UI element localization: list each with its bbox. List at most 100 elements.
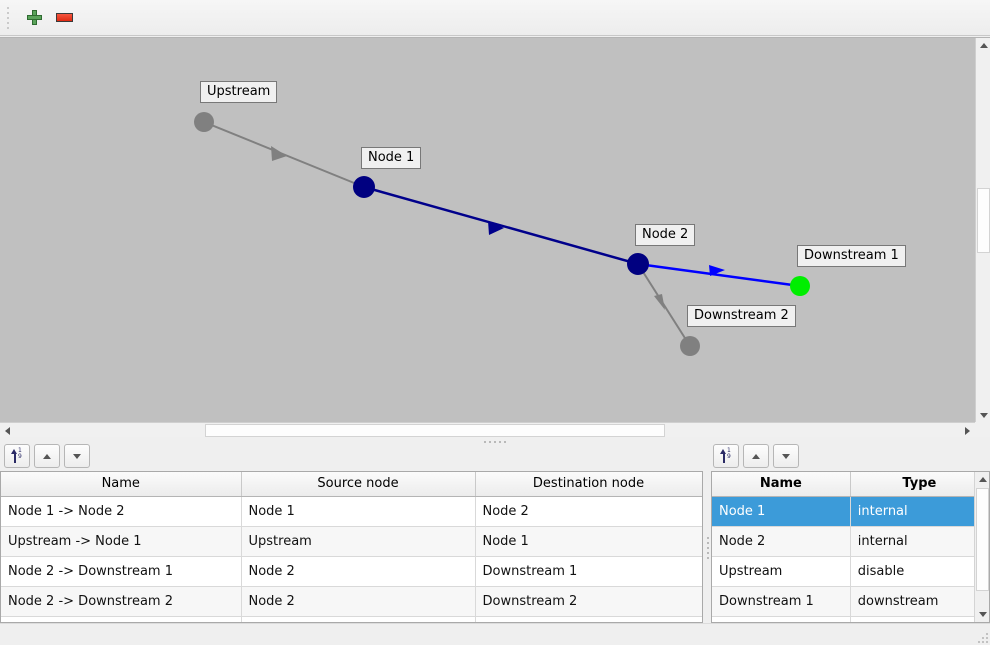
edge-arrow-node2-downstream1 — [709, 265, 725, 276]
connections-column-source[interactable]: Source node — [241, 472, 476, 497]
connections-grid: Name Source node Destination node Node 1… — [1, 472, 702, 622]
triangle-right-icon — [965, 426, 970, 435]
triangle-up-icon — [978, 477, 987, 482]
table-row[interactable]: Node 2 internal — [712, 526, 989, 557]
toolbar-drag-handle[interactable] — [3, 6, 13, 30]
connections-move-up-button[interactable] — [34, 444, 60, 468]
triangle-down-icon — [978, 612, 987, 617]
nodes-grid: Name Type Node 1 internal Node 2 interna… — [712, 472, 989, 622]
cell-name[interactable]: Downstream 1 — [712, 586, 851, 617]
graph-node-downstream2[interactable] — [680, 336, 700, 356]
scroll-right-button[interactable] — [960, 423, 975, 438]
cell-empty — [1, 616, 242, 622]
cell-name[interactable]: Node 2 — [712, 526, 851, 557]
cell-type[interactable]: disable — [850, 556, 989, 587]
canvas-vertical-scrollbar[interactable] — [975, 38, 990, 423]
remove-node-button[interactable] — [49, 3, 79, 33]
cell-source[interactable]: Node 1 — [241, 496, 476, 527]
scroll-up-button[interactable] — [976, 38, 990, 53]
graph-node-label-upstream[interactable]: Upstream — [200, 81, 278, 103]
table-row[interactable]: Upstream disable — [712, 556, 989, 587]
nodes-table[interactable]: Name Type Node 1 internal Node 2 interna… — [711, 471, 990, 623]
canvas-vertical-scroll-thumb[interactable] — [977, 188, 990, 253]
cell-name[interactable]: Node 1 — [712, 496, 851, 527]
table-row-empty — [712, 616, 989, 622]
cell-empty — [475, 616, 702, 622]
graph-edges-svg — [194, 112, 810, 356]
triangle-up-icon — [752, 453, 760, 459]
window-resize-grip[interactable] — [976, 631, 988, 643]
graph-node-node1[interactable] — [353, 176, 375, 198]
cell-destination[interactable]: Node 1 — [475, 526, 702, 557]
cell-type[interactable]: internal — [850, 526, 989, 557]
connections-column-destination[interactable]: Destination node — [475, 472, 702, 497]
horizontal-splitter[interactable] — [0, 437, 990, 446]
scroll-up-button[interactable] — [975, 472, 989, 487]
nodes-table-vertical-scrollbar[interactable] — [974, 472, 989, 622]
cell-source[interactable]: Upstream — [241, 526, 476, 557]
cell-name[interactable]: Upstream — [712, 556, 851, 587]
scroll-down-button[interactable] — [976, 408, 990, 423]
cell-source[interactable]: Node 2 — [241, 556, 476, 587]
canvas-horizontal-scrollbar[interactable] — [0, 422, 975, 438]
cell-destination[interactable]: Downstream 1 — [475, 556, 702, 587]
table-row[interactable]: Node 2 -> Downstream 1 Node 2 Downstream… — [1, 556, 702, 587]
nodes-move-up-button[interactable] — [743, 444, 769, 468]
cell-name[interactable]: Upstream -> Node 1 — [1, 526, 242, 557]
minus-icon — [55, 13, 73, 22]
edge-node2-downstream1[interactable] — [637, 262, 801, 288]
vertical-splitter[interactable] — [703, 470, 712, 625]
cell-empty — [712, 616, 851, 622]
status-bar — [0, 623, 990, 645]
cell-destination[interactable]: Downstream 2 — [475, 586, 702, 617]
nodes-move-down-button[interactable] — [773, 444, 799, 468]
triangle-up-icon — [43, 453, 51, 459]
edge-node1-node2[interactable] — [363, 185, 639, 266]
graph-node-node2[interactable] — [627, 253, 649, 275]
table-row-empty — [1, 616, 702, 622]
table-row[interactable]: Node 2 -> Downstream 2 Node 2 Downstream… — [1, 586, 702, 617]
cell-type[interactable]: downstream — [850, 586, 989, 617]
scroll-left-button[interactable] — [0, 423, 15, 438]
table-row-selected[interactable]: Node 1 internal — [712, 496, 989, 527]
triangle-left-icon — [5, 426, 10, 435]
canvas-horizontal-scroll-thumb[interactable] — [205, 424, 665, 437]
splitter-grip-icon — [706, 536, 709, 559]
graph-node-label-downstream1[interactable]: Downstream 1 — [797, 245, 906, 267]
cell-empty — [850, 616, 989, 622]
nodes-table-scroll-thumb[interactable] — [976, 488, 989, 591]
triangle-up-icon — [979, 43, 988, 48]
graph-node-downstream1[interactable] — [790, 276, 810, 296]
scroll-down-button[interactable] — [975, 607, 989, 622]
table-row[interactable]: Downstream 1 downstream — [712, 586, 989, 617]
connections-column-name[interactable]: Name — [1, 472, 242, 497]
graph-node-label-node2[interactable]: Node 2 — [635, 224, 696, 246]
nodes-column-name[interactable]: Name — [712, 472, 851, 497]
cell-destination[interactable]: Node 2 — [475, 496, 702, 527]
add-node-button[interactable] — [19, 3, 49, 33]
triangle-down-icon — [73, 453, 81, 459]
cell-name[interactable]: Node 2 -> Downstream 1 — [1, 556, 242, 587]
cell-name[interactable]: Node 2 -> Downstream 2 — [1, 586, 242, 617]
cell-name[interactable]: Node 1 -> Node 2 — [1, 496, 242, 527]
table-row[interactable]: Node 1 -> Node 2 Node 1 Node 2 — [1, 496, 702, 527]
graph-canvas-area: Upstream Node 1 Node 2 Downstream 1 Down… — [0, 37, 990, 438]
cell-source[interactable]: Node 2 — [241, 586, 476, 617]
graph-node-label-node1[interactable]: Node 1 — [361, 147, 422, 169]
graph-node-upstream[interactable] — [194, 112, 214, 132]
table-row[interactable]: Upstream -> Node 1 Upstream Node 1 — [1, 526, 702, 557]
graph-view[interactable]: Upstream Node 1 Node 2 Downstream 1 Down… — [0, 38, 975, 423]
nodes-column-type[interactable]: Type — [850, 472, 989, 497]
triangle-down-icon — [979, 413, 988, 418]
connections-move-down-button[interactable] — [64, 444, 90, 468]
cell-type[interactable]: internal — [850, 496, 989, 527]
connections-table[interactable]: Name Source node Destination node Node 1… — [0, 471, 703, 623]
graph-node-label-downstream2[interactable]: Downstream 2 — [687, 305, 796, 327]
main-toolbar — [0, 0, 990, 36]
